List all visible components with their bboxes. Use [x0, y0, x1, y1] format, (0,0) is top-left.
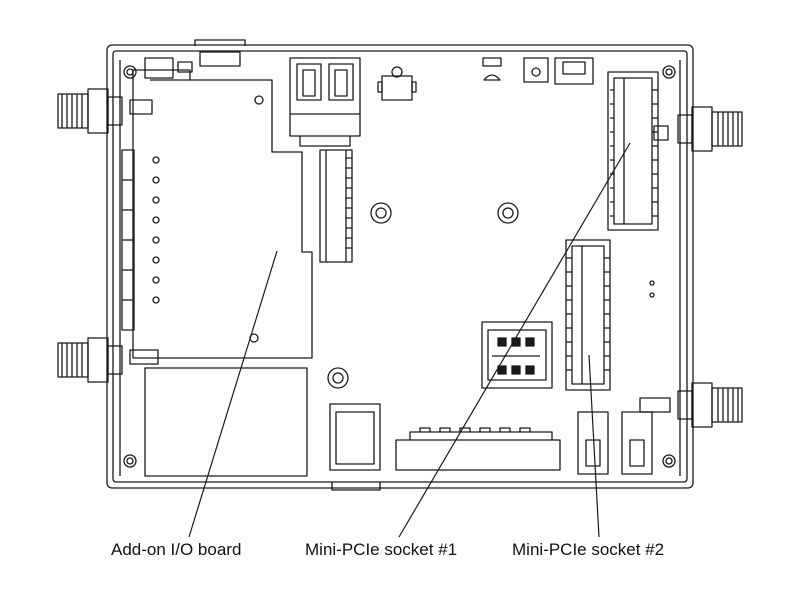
sim-card-socket — [481, 321, 553, 389]
callout-label-addon-board: Add-on I/O board — [111, 540, 242, 559]
addon-io-board — [132, 51, 313, 359]
callout-label-mini-pcie-socket-1: Mini-PCIe socket #1 — [305, 540, 458, 559]
usb-port-stack — [289, 57, 361, 147]
mini-pcie-socket-2 — [565, 239, 655, 391]
mounting-holes — [327, 202, 519, 389]
top-components — [377, 57, 594, 101]
antenna-connector-bottom-left — [57, 337, 123, 383]
callout-label-mini-pcie-socket-2: Mini-PCIe socket #2 — [512, 540, 665, 559]
antenna-connector-top-left — [57, 88, 123, 134]
corner-screws — [123, 65, 676, 468]
mini-pcie-socket-1 — [607, 71, 669, 231]
enclosure — [106, 39, 694, 491]
left-edge-strip — [121, 99, 159, 365]
antenna-connector-top-right — [677, 106, 743, 152]
bottom-connectors — [144, 367, 671, 477]
callout-leader-lines — [188, 142, 631, 538]
addon-module-connector — [319, 149, 353, 263]
antenna-connector-bottom-right — [677, 382, 743, 428]
